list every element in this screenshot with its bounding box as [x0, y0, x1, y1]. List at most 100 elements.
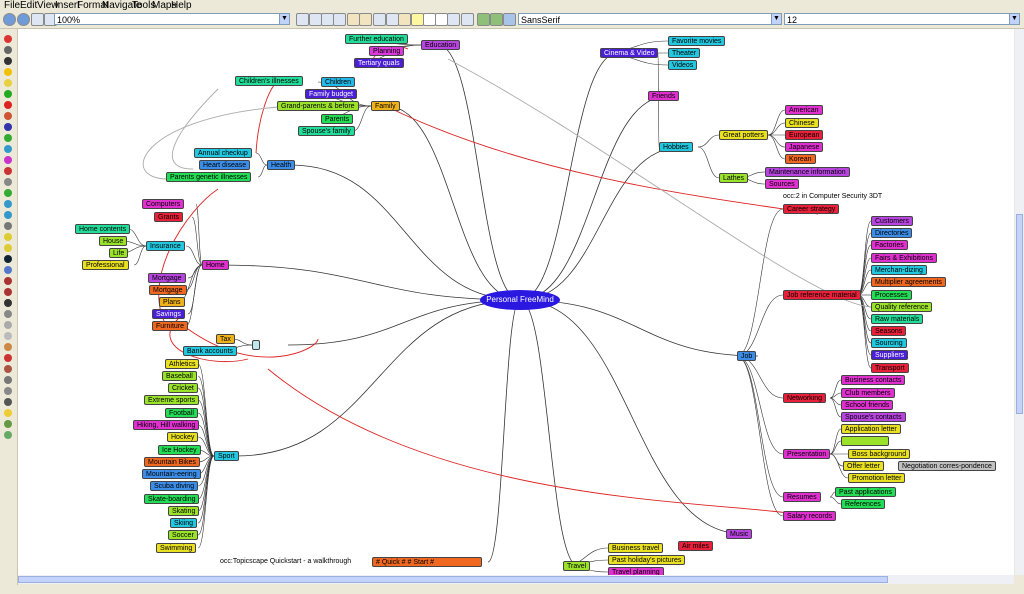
menu-navigate[interactable]: Navigate	[102, 0, 142, 11]
back-icon[interactable]	[3, 13, 16, 26]
map-node[interactable]: Factories	[871, 240, 908, 250]
map-node[interactable]: Insurance	[146, 241, 185, 251]
priority-1-icon[interactable]	[4, 112, 12, 120]
map-node[interactable]: Application letter	[841, 424, 901, 434]
map-node[interactable]	[252, 340, 260, 350]
mail-icon[interactable]	[4, 332, 12, 340]
map-node[interactable]: Savings	[152, 309, 185, 319]
map-node[interactable]: School friends	[841, 400, 894, 410]
map-node[interactable]: Mountain Bikes	[144, 457, 200, 467]
map-node[interactable]: Resumes	[783, 492, 821, 502]
cancel-icon[interactable]	[4, 35, 12, 43]
map-node[interactable]: Grand-parents & before	[277, 101, 359, 111]
map-node[interactable]: Mortgage	[149, 285, 187, 295]
horizontal-scroll-thumb[interactable]	[18, 576, 888, 583]
map-node[interactable]: Extreme sports	[144, 395, 200, 405]
map-node[interactable]: Spouse's contacts	[841, 412, 906, 422]
clock-icon[interactable]	[4, 343, 12, 351]
map-node[interactable]: Japanese	[785, 142, 824, 152]
map-node[interactable]: Negotiation corres-pondence	[898, 461, 996, 471]
map-node[interactable]: Further education	[345, 34, 408, 44]
map-node[interactable]: Professional	[82, 260, 129, 270]
map-node[interactable]: Travel	[563, 561, 591, 571]
map-node[interactable]: Transport	[871, 363, 909, 373]
map-node[interactable]	[841, 436, 889, 446]
forward-arrow-icon[interactable]	[4, 200, 12, 208]
globe-icon[interactable]	[4, 266, 12, 274]
menu-insert[interactable]: Insert	[55, 0, 81, 11]
map-node[interactable]: Career strategy	[783, 204, 840, 214]
root-node[interactable]: Personal FreeMind	[480, 290, 560, 310]
map-node[interactable]: Job	[737, 351, 757, 361]
map-node[interactable]: Family budget	[305, 89, 357, 99]
map-node[interactable]: Skiing	[170, 518, 198, 528]
forward-icon[interactable]	[17, 13, 30, 26]
tree-icon[interactable]	[4, 431, 12, 439]
map-node[interactable]: Skating	[168, 506, 200, 516]
priority-6-icon[interactable]	[4, 167, 12, 175]
warning-icon[interactable]	[4, 68, 12, 76]
color-icon[interactable]	[461, 13, 474, 26]
map-node[interactable]: Planning	[369, 46, 405, 56]
map-node[interactable]: House	[99, 236, 128, 246]
map-node[interactable]: Favorite movies	[668, 36, 726, 46]
map-node[interactable]: Korean	[785, 154, 816, 164]
map-node[interactable]: Plans	[159, 297, 185, 307]
map-node[interactable]: Past applications	[835, 487, 896, 497]
map-node[interactable]: Hockey	[167, 432, 199, 442]
redo-icon[interactable]	[359, 13, 372, 26]
map-node[interactable]: Scuba diving	[150, 481, 199, 491]
map-node[interactable]: Baseball	[162, 371, 197, 381]
map-node[interactable]: Networking	[783, 393, 827, 403]
map-node[interactable]: Mountain-eering	[142, 469, 201, 479]
wine-icon[interactable]	[4, 365, 12, 373]
map-node[interactable]: Soccer	[168, 530, 198, 540]
remove-icon[interactable]	[503, 13, 516, 26]
zoom-in-icon[interactable]	[477, 13, 490, 26]
attach-icon[interactable]	[4, 222, 12, 230]
up-arrow-icon[interactable]	[4, 211, 12, 219]
menu-edit[interactable]: Edit	[20, 0, 38, 11]
map-node[interactable]: Music	[726, 529, 753, 539]
pen-icon[interactable]	[4, 354, 12, 362]
map-node[interactable]: Business travel	[608, 543, 664, 553]
map-node[interactable]: Air miles	[678, 541, 713, 551]
map-node[interactable]: Job reference material	[783, 290, 861, 300]
map-node[interactable]: Friends	[648, 91, 680, 101]
back-arrow-icon[interactable]	[4, 189, 12, 197]
map-node[interactable]: Cinema & Video	[600, 48, 659, 58]
map-node[interactable]: Business contacts	[841, 375, 906, 385]
map-node[interactable]: Athletics	[165, 359, 200, 369]
map-node[interactable]: Salary records	[783, 511, 837, 521]
map-node[interactable]: Promotion letter	[848, 473, 906, 483]
map-node[interactable]: Family	[371, 101, 400, 111]
map-node[interactable]: Merchan-dizing	[871, 265, 927, 275]
person-icon[interactable]	[4, 398, 12, 406]
trash-icon[interactable]	[4, 46, 12, 54]
font-size-select[interactable]: 12▼	[784, 13, 1020, 25]
map-node[interactable]: Heart disease	[199, 160, 251, 170]
priority-4-icon[interactable]	[4, 145, 12, 153]
map-node[interactable]: Skate-boarding	[144, 494, 200, 504]
map-node[interactable]: Hiking, Hill walking	[133, 420, 200, 430]
map-node[interactable]: Sourcing	[871, 338, 907, 348]
map-node[interactable]: Seasons	[871, 326, 907, 336]
key-icon[interactable]	[4, 310, 12, 318]
menu-help[interactable]: Help	[171, 0, 192, 11]
map-node[interactable]: Furniture	[152, 321, 189, 331]
map-node[interactable]: Sport	[214, 451, 239, 461]
menu-format[interactable]: Format	[77, 0, 109, 11]
bell-icon[interactable]	[4, 420, 12, 428]
map-node[interactable]: Presentation	[783, 449, 831, 459]
star-icon[interactable]	[4, 409, 12, 417]
map-node[interactable]: Grants	[154, 212, 184, 222]
map-node[interactable]: Fairs & Exhibitions	[871, 253, 937, 263]
map-node[interactable]: Football	[165, 408, 198, 418]
cloud-icon[interactable]	[447, 13, 460, 26]
paste-icon[interactable]	[398, 13, 411, 26]
map-node[interactable]: Processes	[871, 290, 912, 300]
vertical-scroll-thumb[interactable]	[1016, 214, 1023, 414]
map-node[interactable]: Directories	[871, 228, 913, 238]
home-icon[interactable]	[4, 288, 12, 296]
